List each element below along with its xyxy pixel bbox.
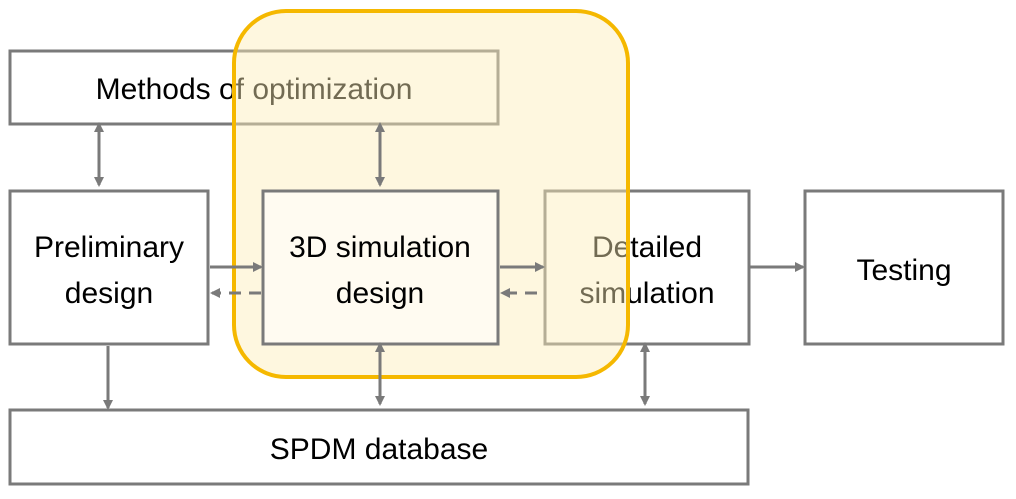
detailed-simulation-label-line2: simulation [579,277,714,310]
methods-of-optimization-box: Methods of optimization [8,49,500,126]
simulation-3d-design-label-line2: design [336,277,424,310]
spdm-database-label: SPDM database [270,433,488,466]
spdm-database-box: SPDM database [8,408,750,486]
simulation-3d-design-label-line1: 3D simulation [289,231,471,264]
preliminary-design-label-line1: Preliminary [34,231,184,264]
detailed-simulation-label-line1: Detailed [592,231,702,264]
testing-box: Testing [803,189,1005,346]
detailed-simulation-box: Detailed simulation [543,189,751,346]
preliminary-design-box: Preliminary design [8,189,210,346]
methods-of-optimization-label: Methods of optimization [96,73,413,106]
preliminary-design-label-line2: design [65,277,153,310]
simulation-3d-design-box: 3D simulation design [261,189,500,346]
testing-label: Testing [856,254,951,287]
